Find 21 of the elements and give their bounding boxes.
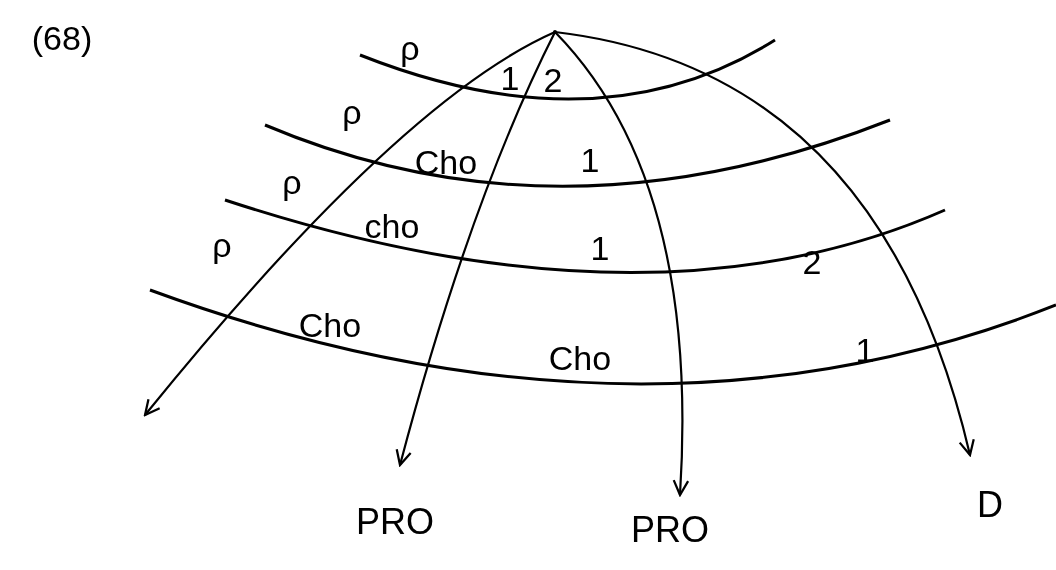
region-label: 2 [543,63,563,97]
region-label: ρ [342,95,362,129]
region-label: ρ [212,228,232,262]
figure-number: (68) [31,21,93,55]
region-label: Cho [548,341,612,375]
region-label: Cho [414,145,478,179]
region-label: Cho [298,308,362,342]
region-label: cho [364,209,420,243]
end-label: D [977,487,1003,523]
apex-point [553,30,557,34]
region-label: 1 [500,61,520,95]
arrow [143,31,556,417]
arrow [395,31,556,467]
region-label: 1 [590,231,610,265]
end-label: PRO [631,512,709,548]
arrow [554,30,975,457]
region-label: ρ [282,165,302,199]
region-label: ρ [400,31,420,65]
end-label: PRO [356,504,434,540]
arrow [554,31,689,497]
region-label: 1 [580,143,600,177]
